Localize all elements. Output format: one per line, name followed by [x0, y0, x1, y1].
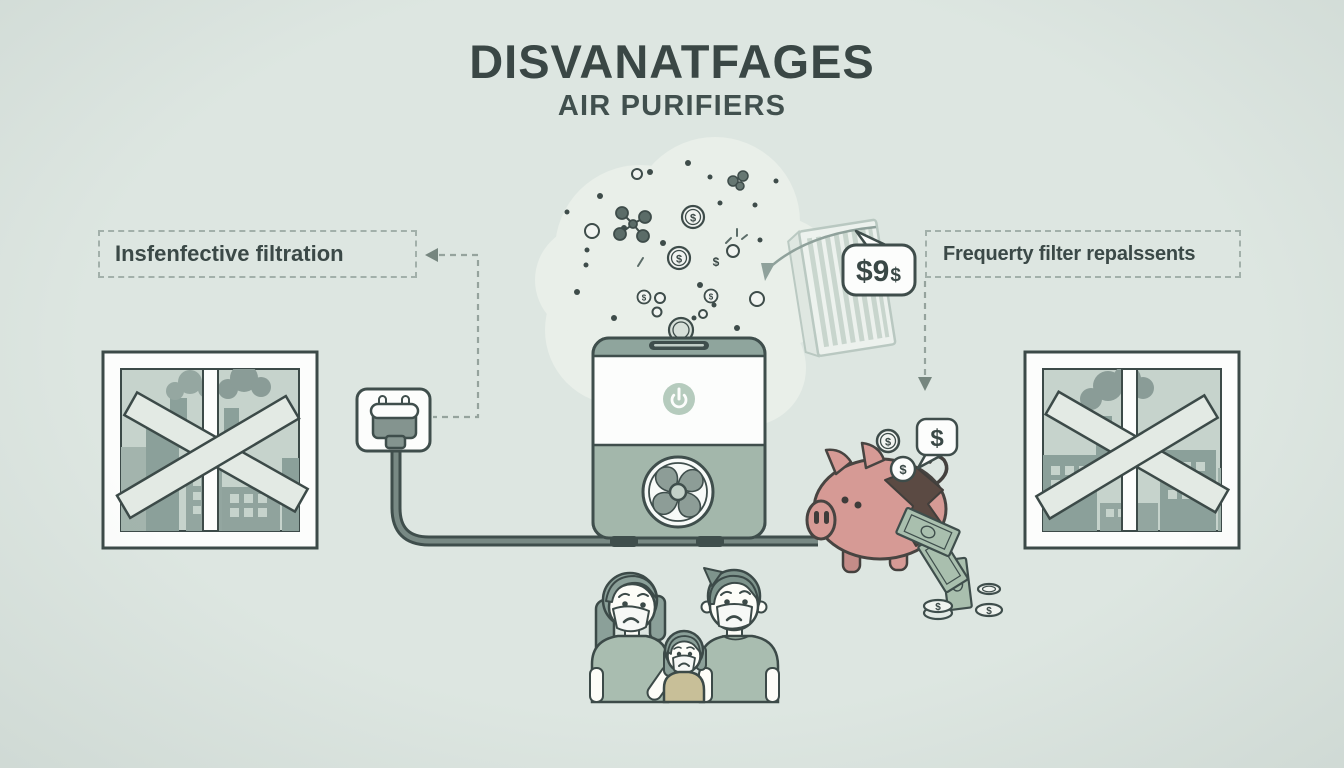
coin-dollar-glyph: $	[642, 294, 647, 303]
page-subtitle: AIR PURIFIERS	[557, 90, 787, 122]
mother-figure	[589, 571, 677, 704]
coin-dollar-glyph: $	[676, 254, 682, 266]
coin-into-purifier	[667, 316, 695, 344]
molecule-icon	[613, 206, 652, 243]
fallen-coins: $ $	[922, 582, 1004, 621]
left-callout-connector	[425, 248, 480, 419]
callout-left-label: Insfenfective filtration	[115, 241, 344, 266]
child-figure	[662, 629, 707, 704]
price-text: $9$	[856, 255, 901, 288]
coin-dollar-glyph: $	[899, 462, 907, 477]
pig-ear	[824, 448, 853, 476]
power-cord	[390, 446, 818, 547]
right-callout-connector	[918, 281, 932, 391]
fan-icon	[641, 455, 715, 529]
arrowhead-left-icon	[425, 248, 438, 262]
pig-snout	[805, 499, 837, 541]
frown-mouth	[725, 615, 743, 622]
tape-x-icon	[1034, 390, 1231, 521]
outlet-icon	[355, 387, 432, 453]
frown-mouth	[622, 617, 640, 624]
sealed-window-left	[101, 350, 319, 550]
coin-icon: $	[636, 289, 652, 305]
pollution-particles: $ $ $ $ $	[564, 160, 779, 344]
curved-arrow-icon	[761, 225, 877, 281]
arrowhead-down-icon	[918, 377, 932, 391]
coin-dollar-glyph: $	[986, 606, 992, 617]
pig-ear	[860, 441, 886, 470]
callout-ineffective-filtration: Insfenfective filtration	[98, 230, 417, 278]
bubble-dollar-glyph: $	[930, 425, 944, 452]
coin-icon: $	[875, 428, 901, 454]
air-purifier	[591, 336, 767, 547]
power-icon	[663, 383, 695, 415]
purifier-foot	[610, 536, 638, 547]
coin-icon: $	[666, 245, 692, 271]
coin-dollar-glyph: $	[690, 213, 696, 225]
frown-mouth	[678, 662, 690, 667]
coin-dollar-glyph: $	[885, 437, 891, 449]
coin-icon: $	[703, 288, 719, 304]
page-title: DISVANATFAGES	[469, 35, 875, 88]
coin-dollar-glyph: $	[935, 602, 941, 613]
coin-icon: $	[889, 455, 917, 483]
coin-dollar-glyph: $	[709, 293, 714, 302]
callout-right-label: Frequerty filter repalssents	[943, 242, 1196, 265]
sealed-window-right	[1023, 350, 1241, 550]
plug-icon	[369, 402, 420, 450]
callout-frequent-filter-replacements: Frequerty filter repalssents	[925, 230, 1241, 278]
dollar-speech-bubble: $	[915, 417, 959, 470]
family-group	[589, 567, 780, 704]
debris-icon	[727, 170, 749, 191]
tape-x-icon	[115, 390, 310, 520]
coin-icon: $	[680, 204, 706, 230]
father-figure	[698, 567, 780, 704]
sparkle-icon	[637, 228, 748, 267]
loose-dollar-glyph: $	[713, 255, 720, 269]
piggy-bank-icon: $ $ $ $ $	[805, 417, 1004, 621]
particle-rings	[584, 168, 765, 319]
purifier-foot	[696, 536, 724, 547]
money-bill-icon	[895, 506, 961, 558]
price-tag-bubble: $9$	[841, 229, 917, 297]
